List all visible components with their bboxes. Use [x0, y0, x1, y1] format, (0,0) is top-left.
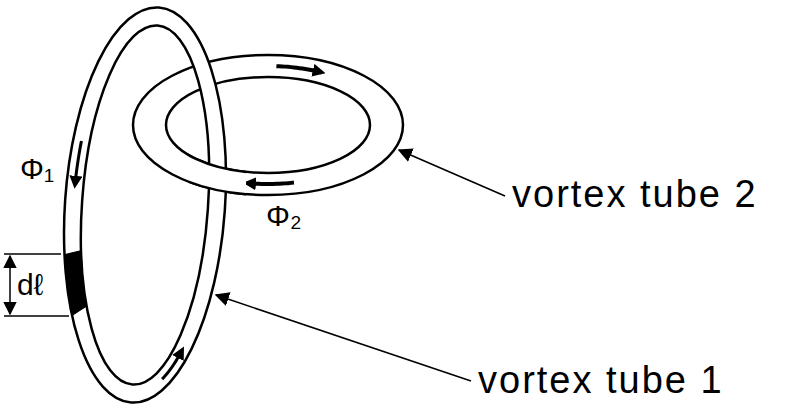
ring-outline — [133, 55, 403, 195]
dimension-arrow — [9, 256, 11, 314]
leader-arrow — [216, 295, 471, 381]
flow-arrow — [162, 349, 182, 381]
tube-element — [60, 250, 90, 317]
flux-label: Φ₂ — [266, 199, 302, 232]
dimension-label: dℓ — [17, 268, 43, 301]
part-label: vortex tube 2 — [512, 173, 758, 215]
part-label: vortex tube 1 — [478, 359, 724, 401]
flux-label: Φ₁ — [20, 152, 54, 185]
ring-crossing — [188, 145, 246, 195]
part-label: vortex tube 1 — [478, 360, 724, 402]
flow-arrow — [247, 183, 294, 184]
vortex-tube-ring — [133, 55, 403, 195]
dimension-lines — [4, 254, 69, 316]
flux-label: Φ₁ — [20, 152, 54, 185]
vortex-tube-ring — [51, 2, 238, 408]
flux-label: Φ₂ — [266, 199, 302, 232]
ring-outline — [188, 145, 246, 195]
flow-arrow — [276, 66, 321, 72]
extension-line — [4, 315, 69, 317]
leader-arrow — [399, 150, 505, 196]
leader-lines — [216, 150, 505, 381]
extension-line — [4, 253, 61, 255]
dimension-label: dℓ — [17, 268, 43, 301]
ring-outline — [51, 2, 238, 408]
flow-arrow — [75, 141, 81, 185]
part-label: vortex tube 2 — [512, 174, 758, 216]
